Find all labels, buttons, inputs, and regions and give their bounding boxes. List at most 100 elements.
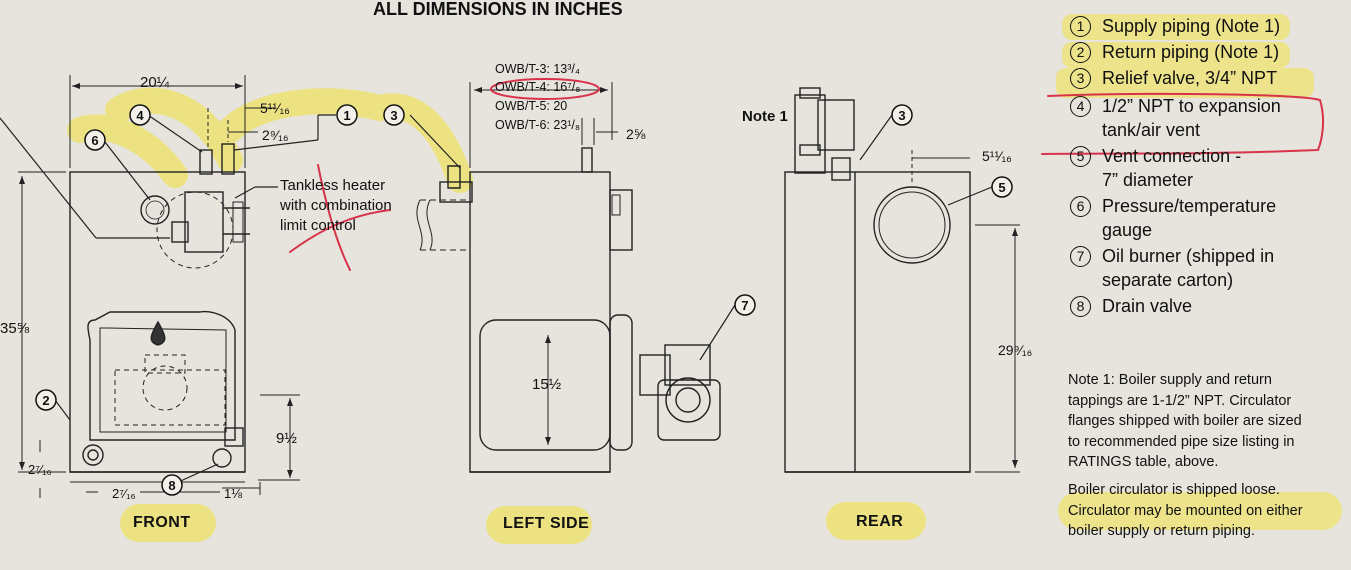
red-strike-1 xyxy=(289,209,391,253)
parts-legend: 1 Supply piping (Note 1) 2 Return piping… xyxy=(1066,14,1351,320)
highlight-legend-1 xyxy=(1062,14,1290,40)
legend-number: 7 xyxy=(1070,246,1091,267)
heater-label-2: with combination xyxy=(280,197,392,214)
callout-6-front xyxy=(84,129,106,151)
legend-text-line2: separate carton) xyxy=(1102,270,1234,290)
legend-text-line1: Oil burner (shipped in xyxy=(1102,246,1275,266)
callout-2-front xyxy=(35,389,57,411)
note-1-line: tappings are 1-1/2” NPT. Circulator xyxy=(1068,392,1292,409)
pressure-gauge-shape xyxy=(140,195,170,225)
legend-number: 1 xyxy=(1070,16,1091,37)
red-circle-owb-t4 xyxy=(490,78,600,100)
rear-note-1: Note 1 xyxy=(742,108,788,125)
legend-item-5: 5 Vent connection - 7” diameter xyxy=(1066,144,1351,194)
note-circulator-line: boiler supply or return piping. xyxy=(1068,523,1255,539)
legend-number: 6 xyxy=(1070,196,1091,217)
model-owb-t6: OWB/T-6: 23¹/₈ xyxy=(495,118,581,132)
legend-text-line1: Pressure/temperature xyxy=(1102,196,1277,216)
note-1-block: Note 1: Boiler supply and return tapping… xyxy=(1068,370,1343,473)
highlight-rear xyxy=(826,502,926,540)
callout-3-front xyxy=(383,104,405,126)
note-1-line: RATINGS table, above. xyxy=(1068,454,1219,470)
legend-text: Drain valve xyxy=(1102,296,1193,316)
dim-front-1-1-8: 1⅛ xyxy=(224,486,243,501)
red-strike-2 xyxy=(317,164,351,271)
view-label-left-side: LEFT SIDE xyxy=(503,515,590,532)
red-box-legend-4 xyxy=(1041,92,1325,155)
note-circulator-line: Boiler circulator is shipped loose. xyxy=(1068,482,1280,498)
model-owb-t4: OWB/T-4: 16⁷/₈ xyxy=(495,80,581,94)
model-owb-t5: OWB/T-5: 20 xyxy=(495,99,568,113)
note-circulator-line: Circulator may be mounted on either xyxy=(1068,502,1303,519)
front-door-shape xyxy=(87,310,236,441)
svg-text:5: 5 xyxy=(998,180,1005,195)
svg-text:3: 3 xyxy=(898,108,905,123)
dim-side-2-5-8: 2⅝ xyxy=(626,126,646,142)
dim-front-width: 20¼ xyxy=(140,74,170,91)
svg-text:7: 7 xyxy=(741,298,748,313)
svg-text:2: 2 xyxy=(42,393,49,408)
dim-side-15-half: 15½ xyxy=(532,376,562,393)
view-label-front: FRONT xyxy=(133,514,191,531)
rear-cabinet xyxy=(784,171,971,473)
legend-text: Supply piping (Note 1) xyxy=(1102,16,1281,36)
dim-front-height: 35⅝ xyxy=(0,320,30,337)
legend-number: 2 xyxy=(1070,42,1091,63)
dim-front-9-half: 9½ xyxy=(276,430,297,447)
callout-3-rear xyxy=(891,104,913,126)
note-1-line: flanges shipped with boiler are sized xyxy=(1068,413,1302,429)
legend-text-line2: tank/air vent xyxy=(1102,120,1201,140)
legend-text-line2: 7” diameter xyxy=(1102,170,1194,190)
dim-rear-29-9-16: 29⁹⁄₁₆ xyxy=(998,342,1033,358)
dim-rear-5-11-16: 5¹¹⁄₁₆ xyxy=(982,148,1012,164)
svg-text:3: 3 xyxy=(390,108,397,123)
legend-text-line1: Vent connection - xyxy=(1102,146,1242,166)
callout-4-front xyxy=(129,104,151,126)
svg-text:6: 6 xyxy=(91,133,98,148)
dim-front-2-7-16-v: 2⁷⁄₁₆ xyxy=(28,462,52,477)
legend-text-line1: 1/2” NPT to expansion xyxy=(1102,96,1281,116)
dim-front-2-9-16: 2⁹⁄₁₆ xyxy=(262,127,289,143)
callout-8-front xyxy=(161,474,183,496)
legend-item-6: 6 Pressure/temperature gauge xyxy=(1066,194,1351,244)
legend-number: 8 xyxy=(1070,296,1091,317)
note-circulator-block: Boiler circulator is shipped loose. Circ… xyxy=(1068,480,1343,542)
svg-text:8: 8 xyxy=(168,478,175,493)
legend-number: 4 xyxy=(1070,96,1091,117)
page-title: ALL DIMENSIONS IN INCHES xyxy=(373,0,623,19)
callout-7-side xyxy=(734,294,756,316)
legend-number: 3 xyxy=(1070,68,1091,89)
legend-item-1: 1 Supply piping (Note 1) xyxy=(1066,14,1351,40)
legend-item-2: 2 Return piping (Note 1) xyxy=(1066,40,1351,66)
highlight-note-circulator xyxy=(1058,492,1342,530)
left-side-cabinet xyxy=(469,171,611,473)
note-1-line: to recommended pipe size listing in xyxy=(1068,433,1295,450)
legend-text-line2: gauge xyxy=(1102,220,1153,240)
legend-item-4: 4 1/2” NPT to expansion tank/air vent xyxy=(1066,94,1351,144)
drain-valve-shape xyxy=(212,448,232,468)
legend-item-7: 7 Oil burner (shipped in separate carton… xyxy=(1066,244,1351,294)
callout-5-rear xyxy=(991,176,1013,198)
highlight-stroke-front-top xyxy=(67,87,473,193)
legend-text: Return piping (Note 1) xyxy=(1102,42,1280,62)
legend-number: 5 xyxy=(1070,146,1091,167)
note-1-line: Note 1: Boiler supply and return xyxy=(1068,372,1272,388)
dim-front-5-11-16: 5¹¹⁄₁₆ xyxy=(260,100,290,116)
callout-1-front xyxy=(336,104,358,126)
tankless-heater-shape xyxy=(184,191,224,253)
highlight-left-side xyxy=(486,506,592,544)
highlight-front xyxy=(120,504,216,542)
highlight-legend-2 xyxy=(1062,42,1290,68)
svg-text:1: 1 xyxy=(343,108,350,123)
legend-item-8: 8 Drain valve xyxy=(1066,294,1351,320)
view-label-rear: REAR xyxy=(856,513,904,530)
model-owb-t3: OWB/T-3: 13³/₄ xyxy=(495,62,580,76)
legend-item-3: 3 Relief valve, 3/4” NPT xyxy=(1066,66,1351,94)
legend-text: Relief valve, 3/4” NPT xyxy=(1102,68,1278,88)
heater-label-1: Tankless heater xyxy=(280,177,386,194)
dim-front-2-7-16-h: 2⁷⁄₁₆ xyxy=(112,486,136,501)
vent-connection-shape xyxy=(873,186,951,264)
heater-label-3: limit control xyxy=(280,217,356,234)
